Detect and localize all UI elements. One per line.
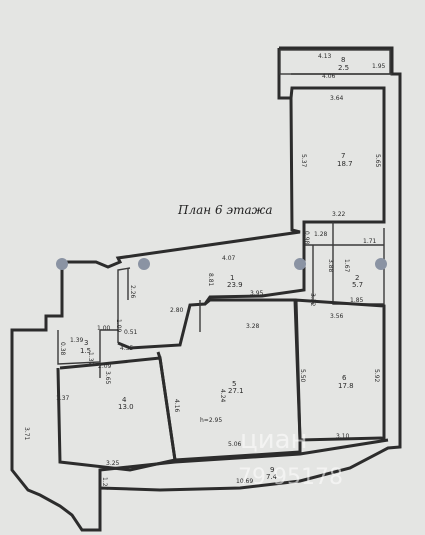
dim-label: 2.09	[98, 363, 112, 370]
dim-label: 1.67	[343, 259, 350, 273]
room-label-1: 1 23.9	[227, 274, 243, 289]
dim-label: 5.92	[373, 369, 380, 383]
room-label-2: 2 5.7	[352, 274, 363, 289]
room-number: 5	[232, 380, 236, 388]
dim-label: 3.25	[106, 460, 120, 467]
dim-label: 5.37	[300, 154, 307, 168]
room-area: 5.7	[352, 281, 363, 289]
room-label-9: 9 7.4	[266, 466, 278, 481]
room-label-6: 6 17.8	[338, 374, 354, 390]
dim-label: 3.10	[336, 433, 350, 440]
wall-room-9	[98, 438, 389, 488]
room-area: 1.5	[80, 347, 91, 355]
outer-wall	[10, 46, 402, 532]
dim-label: 3.65	[104, 371, 111, 385]
dim-label: 1.39	[70, 337, 84, 344]
dimension-labels: 4.13 1.95 4.06 3.64 5.37 5.65 3.22 1.28 …	[23, 53, 386, 491]
room-number: 9	[270, 466, 274, 474]
dim-label: 1.00	[97, 325, 111, 332]
plan-title: План 6 этажа	[177, 203, 272, 217]
wall-room-4	[56, 356, 177, 472]
room-label-8: 8 2.5	[338, 56, 349, 72]
wall-room-3	[57, 330, 101, 365]
dim-label: 5.06	[228, 441, 242, 448]
dim-label: 3.28	[246, 323, 260, 330]
dim-label: 3.95	[250, 290, 264, 297]
room-area: 27.1	[228, 387, 244, 395]
dim-label: 0.98	[303, 231, 310, 245]
dim-label: 4.07	[222, 255, 236, 262]
room-number: 6	[342, 374, 347, 382]
watermark-cian: циан	[240, 425, 308, 455]
dim-label: 3.22	[332, 211, 346, 218]
dim-label: 3.64	[330, 95, 344, 102]
wall-line	[117, 267, 131, 343]
dim-label: 4.16	[173, 399, 180, 413]
dim-label: h=2.95	[200, 417, 222, 424]
room-area: 7.4	[266, 473, 278, 481]
dim-label: 1.27	[101, 477, 108, 491]
dim-label: 1.37	[87, 352, 94, 366]
dim-label: 4.06	[322, 73, 336, 80]
room-area: 23.9	[227, 281, 243, 289]
dim-label: 3.71	[23, 427, 30, 441]
watermark-phone: 79 95178	[238, 465, 343, 490]
dim-label: 10.69	[236, 478, 253, 485]
room-area: 2.5	[338, 64, 349, 72]
carousel-dot-4[interactable]	[375, 258, 387, 270]
carousel-dot-1[interactable]	[56, 258, 68, 270]
dim-label: 1.28	[314, 231, 328, 238]
dim-label: 3.88	[327, 259, 334, 273]
dim-label: 5.65	[374, 154, 381, 168]
dim-label: 5.50	[299, 369, 306, 383]
room-label-7: 7 18.7	[337, 152, 353, 168]
room-number: 8	[341, 56, 345, 64]
dim-label: 0.51	[124, 329, 138, 336]
room-number: 2	[355, 274, 359, 282]
dim-label: 3.22	[309, 293, 316, 307]
dim-label: 2.26	[129, 285, 136, 299]
wall-room-7	[289, 86, 386, 228]
room-label-4: 4 13.0	[118, 396, 134, 411]
dim-label: 2.80	[170, 307, 184, 314]
dim-label: 1.37	[56, 395, 70, 402]
room-area: 13.0	[118, 403, 134, 411]
dim-label: 0.38	[59, 342, 66, 356]
room-number: 3	[84, 339, 88, 347]
room-number: 4	[122, 396, 127, 404]
dim-label: 8.81	[207, 273, 214, 287]
dim-label: 1.95	[372, 63, 386, 70]
carousel-dot-2[interactable]	[138, 258, 150, 270]
carousel-dot-3[interactable]	[294, 258, 306, 270]
dim-label: 1.09	[115, 319, 122, 333]
room-number: 7	[341, 152, 345, 160]
dim-label: 4.24	[219, 389, 226, 403]
dim-label: 1.71	[363, 238, 377, 245]
dim-label: 4.13	[318, 53, 332, 60]
room-area: 17.8	[338, 382, 354, 390]
dim-label: 4.35	[120, 345, 134, 352]
room-label-5: 5 27.1	[228, 380, 244, 395]
dim-label: 1.85	[350, 297, 364, 304]
dim-label: 3.56	[330, 313, 344, 320]
room-label-3: 3 1.5	[80, 339, 91, 355]
room-number: 1	[230, 274, 234, 282]
room-area: 18.7	[337, 160, 353, 168]
